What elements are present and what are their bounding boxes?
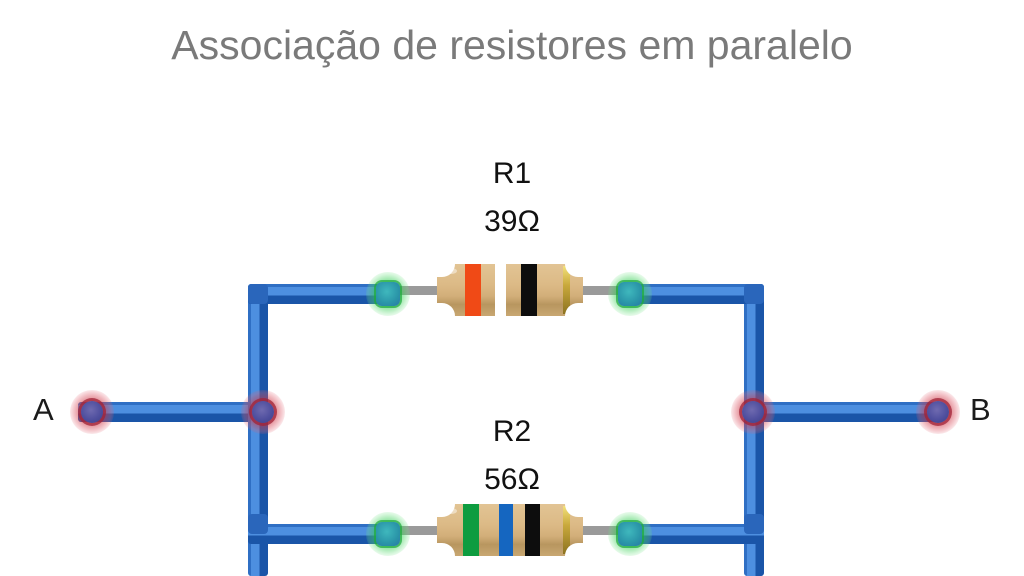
wire-bottom-right [620,524,764,544]
junction-node-left[interactable] [241,390,285,434]
resistor-r2[interactable] [385,498,635,562]
r1-band-gold [563,266,570,314]
node-core-icon [376,522,400,546]
lead-node-r1-right[interactable] [608,272,652,316]
r2-lead-left [385,526,447,535]
node-core-icon [376,282,400,306]
r2-band-black [525,504,540,556]
lead-node-r2-left[interactable] [366,512,410,556]
lead-node-r2-right[interactable] [608,512,652,556]
junction-node-right[interactable] [731,390,775,434]
resistor-r1[interactable] [385,258,635,322]
node-core-icon [618,282,642,306]
wire-top-left [248,284,396,304]
r1-lead-right [573,286,635,295]
terminal-label-a: A [33,392,54,427]
wire-top-right [620,284,764,304]
r1-neck-br [565,303,583,316]
r2-neck-tr [565,504,583,517]
node-core-icon [742,401,764,423]
r1-body-gap [495,264,506,316]
r2-neck-tl [437,504,455,517]
resistor-r2-name: R2 [492,415,532,448]
wire-corner-top-right [744,284,764,304]
r1-neck-bl [437,303,455,316]
terminal-node-b[interactable] [916,390,960,434]
r1-neck-tl [437,264,455,277]
r2-neck-bl [437,543,455,556]
node-core-icon [252,401,274,423]
page-title: Associação de resistores em paralelo [171,22,853,68]
node-core-icon [618,522,642,546]
wire-corner-bottom-left [248,514,268,534]
r2-band-gold [563,506,570,554]
wire-bottom-left [248,524,396,544]
r2-lead-right [573,526,635,535]
terminal-label-b: B [970,392,991,427]
resistor-r2-value: 56Ω [484,463,540,496]
lead-node-r1-left[interactable] [366,272,410,316]
r2-band-green [463,504,479,556]
resistor-r1-value: 39Ω [484,205,540,238]
wire-corner-top-left [248,284,268,304]
wire-corner-bottom-right [744,514,764,534]
r1-band-orange [465,264,481,316]
resistor-r1-name: R1 [492,157,532,190]
r1-neck-tr [565,264,583,277]
r2-band-blue [499,504,513,556]
r2-body [437,504,583,556]
terminal-node-a[interactable] [70,390,114,434]
wire-terminal-a [78,402,268,422]
r1-band-black [521,264,537,316]
r1-lead-left [385,286,447,295]
node-core-icon [81,401,103,423]
r2-neck-br [565,543,583,556]
node-core-icon [927,401,949,423]
r1-body [437,264,583,316]
wire-terminal-b [752,402,942,422]
